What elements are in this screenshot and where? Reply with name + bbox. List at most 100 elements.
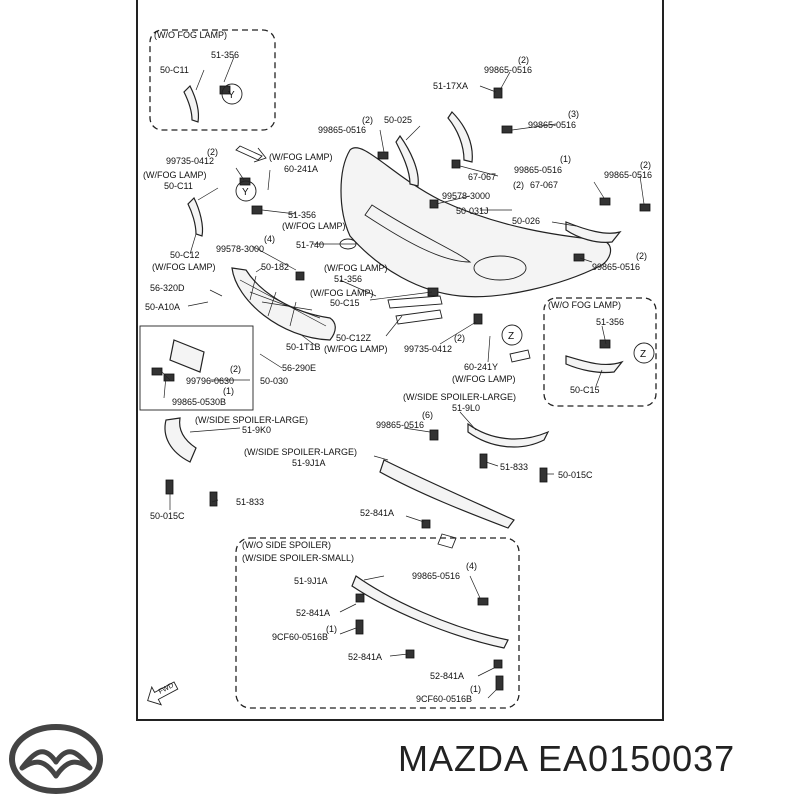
part-label: 51-356 [288, 210, 316, 220]
box-wo-fog-right [543, 297, 657, 407]
part-label: 50-C12 [170, 250, 200, 260]
part-label: 50-C15 [570, 385, 600, 395]
diagram-frame [136, 0, 664, 720]
part-label: 67-067 [530, 180, 558, 190]
part-label: 50-C11 [164, 181, 193, 191]
mazda-logo-icon [9, 724, 103, 794]
qty-label: (4) [264, 234, 275, 244]
side-spoiler-left [164, 417, 197, 463]
lower-grille [231, 267, 336, 341]
part-label: 51-9K0 [242, 425, 271, 435]
qty-label: (1) [560, 154, 571, 164]
qty-label: (1) [223, 386, 234, 396]
qty-label: (2) [230, 364, 241, 374]
part-label: 99865-0516 [604, 170, 652, 180]
ref-letter: Z [508, 331, 514, 342]
part-label: 51-833 [500, 462, 528, 472]
fog-bezel-left [395, 134, 419, 187]
ref-letter: Y [242, 187, 249, 198]
ref-circle-z-mid [501, 324, 523, 346]
box-title-w-side-spoiler-small: (W/SIDE SPOILER-SMALL) [242, 553, 354, 563]
part-label: 99865-0516 [412, 571, 460, 581]
bumper-grille-opening [364, 204, 472, 263]
fwd-arrow-icon [147, 681, 179, 706]
ref-circle-y-top [221, 83, 243, 105]
parts-diagram: (W/O FOG LAMP) (W/O FOG LAMP) (W/O SIDE … [139, 29, 657, 709]
part-label: 51-740 [296, 240, 324, 250]
part-label: 9CF60-0516B [272, 632, 328, 642]
plate-bracket [169, 339, 205, 373]
box-title-wo-fog-top: (W/O FOG LAMP) [154, 30, 227, 40]
part-label: 60-241Y [464, 362, 498, 372]
fog-cover-right [565, 221, 622, 243]
ref-letter: Z [640, 349, 646, 360]
leader-lines [159, 56, 645, 699]
part-label: 52-841A [430, 671, 464, 681]
option-label: (W/FOG LAMP) [143, 170, 207, 180]
arrow-icon-b [509, 349, 531, 363]
part-label: 60-241A [284, 164, 318, 174]
part-label: 52-841A [360, 508, 394, 518]
part-label: 50-025 [384, 115, 412, 125]
option-label: (W/FOG LAMP) [269, 152, 333, 162]
arrow-icon-a [235, 145, 267, 163]
part-label: 51-17XA [433, 81, 468, 91]
fog-cover-left [187, 196, 204, 237]
part-number-title: MAZDA EA0150037 [398, 738, 736, 779]
qty-label: (2) [513, 180, 524, 190]
qty-label: (2) [636, 251, 647, 261]
part-label: 99796-0630 [186, 376, 234, 386]
box-plate-bracket [139, 325, 254, 411]
option-label: (W/SIDE SPOILER-LARGE) [403, 392, 516, 402]
part-label: 51-9J1A [292, 458, 326, 468]
part-label: 99865-0516 [318, 125, 366, 135]
option-label: (W/FOG LAMP) [452, 374, 516, 384]
footer-divider [136, 719, 664, 721]
part-label: 51-9L0 [452, 403, 480, 413]
lower-grille-mesh [239, 275, 327, 327]
option-label: (W/FOG LAMP) [152, 262, 216, 272]
part-label: 50-026 [512, 216, 540, 226]
part-label: 50-182 [261, 262, 289, 272]
part-label: 50-030 [260, 376, 288, 386]
part-label: 50-C11 [160, 65, 189, 75]
part-label: 50-1T1B [286, 342, 321, 352]
option-label: (W/FOG LAMP) [324, 263, 388, 273]
part-label: 9CF60-0516B [416, 694, 472, 704]
part-label: 99578-3000 [216, 244, 264, 254]
part-label: 51-356 [211, 50, 239, 60]
fog-bezel-right [447, 111, 473, 163]
fog-cover-top [183, 84, 200, 123]
ref-circle-z-right [633, 342, 655, 364]
option-label: (W/FOG LAMP) [310, 288, 374, 298]
part-label: 99735-0412 [166, 156, 214, 166]
bumper-cover [340, 147, 612, 298]
ref-circle-y-mid [235, 180, 257, 202]
part-label: 51-356 [596, 317, 624, 327]
box-wo-fog-top [149, 29, 276, 131]
qty-label: (4) [466, 561, 477, 571]
box-title-wo-fog-right: (W/O FOG LAMP) [548, 300, 621, 310]
ref-letter: Y [228, 90, 235, 101]
front-spoiler-large [379, 459, 515, 529]
option-label: (W/SIDE SPOILER-LARGE) [244, 447, 357, 457]
part-label: 50-C15 [330, 298, 360, 308]
fwd-label: FWD [158, 682, 175, 696]
side-spoiler-right [467, 422, 550, 448]
part-label: 50-A10A [145, 302, 180, 312]
part-label: 51-356 [334, 274, 362, 284]
part-label: 50-031J [456, 206, 489, 216]
part-label: 50-015C [558, 470, 593, 480]
qty-label: (1) [326, 624, 337, 634]
part-label: 52-841A [348, 652, 382, 662]
part-label: 52-841A [296, 608, 330, 618]
option-label: (W/FOG LAMP) [282, 221, 346, 231]
bumper-fog-opening [473, 255, 527, 281]
fog-lamp-trim-a [387, 295, 443, 309]
part-label: 99865-0530B [172, 397, 226, 407]
qty-label: (2) [454, 333, 465, 343]
qty-label: (3) [568, 109, 579, 119]
front-spoiler-small [351, 575, 509, 649]
part-label: 50-C12Z [336, 333, 372, 343]
qty-label: (1) [470, 684, 481, 694]
